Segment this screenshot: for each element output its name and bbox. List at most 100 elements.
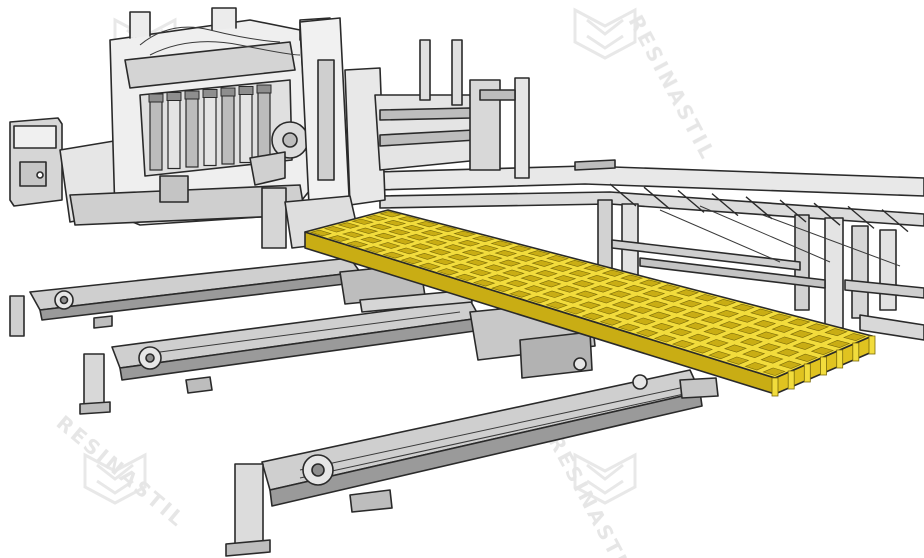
grating-cell — [355, 227, 379, 234]
grating-bar-end — [836, 349, 844, 369]
grating-cell — [581, 312, 605, 321]
grating-cell — [842, 333, 867, 342]
grating-cell — [402, 224, 425, 232]
grating-cell — [731, 303, 755, 312]
machine-cylinder — [239, 91, 253, 164]
grating-cell — [378, 242, 401, 249]
rail-middle — [79, 299, 483, 415]
grating-cell — [396, 247, 419, 255]
grating-cell — [471, 235, 495, 243]
watermark-logo — [573, 452, 637, 505]
grating-cell — [608, 290, 632, 298]
grating-cell — [443, 244, 466, 251]
grating-cell — [451, 263, 474, 271]
grating-cell — [509, 245, 532, 252]
grating-cell — [718, 321, 742, 329]
grating-cell — [737, 326, 761, 335]
grating-cell — [436, 268, 459, 276]
grating-cell — [360, 236, 383, 244]
grating-cell — [676, 289, 699, 297]
machine-cylinder — [221, 93, 235, 165]
grating-cell — [564, 259, 588, 267]
roller — [711, 193, 739, 217]
grating-cell — [414, 252, 438, 260]
grating-cell — [657, 284, 681, 292]
grating-cell — [388, 228, 411, 236]
grating-cell — [563, 306, 586, 315]
grating-cell — [700, 316, 724, 324]
grating-cell — [439, 234, 462, 242]
grating-cell — [716, 309, 740, 318]
roller — [677, 189, 705, 213]
roller — [609, 183, 637, 207]
roller — [847, 205, 875, 229]
grating-cell — [465, 259, 489, 266]
grating-cell — [454, 273, 478, 281]
grating-cell — [557, 285, 580, 293]
grating-cell — [771, 324, 795, 333]
grating-cell — [523, 285, 547, 293]
grating-cell — [457, 239, 481, 247]
grating-cell — [365, 214, 388, 222]
grating-cell — [762, 367, 786, 376]
grating-cell — [805, 323, 830, 332]
grating-cell — [328, 235, 351, 242]
grating-cell — [794, 353, 818, 362]
grating-cell — [651, 322, 675, 331]
grating-cell — [549, 264, 573, 272]
grating-cell — [400, 257, 423, 265]
grating-cell — [690, 345, 713, 354]
grating-cell — [671, 339, 695, 348]
grating-cell — [789, 329, 814, 338]
grating-cell — [744, 362, 768, 371]
grating-cell — [392, 238, 415, 245]
grating-cell — [824, 328, 848, 337]
grating-cell — [383, 219, 407, 227]
grating-cell — [627, 295, 650, 303]
grating-cell — [432, 258, 456, 266]
grating-cell — [776, 348, 800, 357]
grating-cell — [424, 239, 448, 246]
cylinder-cap — [256, 84, 272, 94]
grating-cell — [341, 231, 365, 238]
grating-cell — [721, 332, 745, 341]
grating-cell — [472, 279, 496, 287]
grating-cell — [679, 299, 703, 308]
grating-cell — [734, 314, 758, 323]
grating-cell — [483, 264, 507, 272]
grating-cell — [516, 264, 540, 272]
grating-cell — [469, 269, 492, 277]
grating-cell — [502, 269, 525, 277]
grating-cell — [542, 290, 565, 298]
machine-cylinder — [185, 96, 199, 168]
grating-cell — [810, 346, 834, 356]
grating-cell — [635, 328, 659, 337]
grating-mesh — [309, 211, 867, 376]
grating-cell — [697, 304, 721, 313]
watermark-text: RESINASTIL — [544, 431, 641, 558]
watermark-logo — [573, 7, 637, 60]
machine-cylinder — [149, 99, 163, 171]
grating-cell — [755, 331, 779, 340]
grating-cell — [638, 279, 662, 287]
grating-cell — [351, 218, 374, 225]
cylinder-cap — [148, 93, 164, 103]
grating-bar-end — [787, 370, 795, 390]
grating-cell — [420, 229, 444, 237]
grating-cell — [309, 229, 332, 237]
grating-cell — [669, 328, 693, 337]
rail-front — [225, 369, 719, 557]
grating-cell — [684, 322, 708, 330]
grating-cell — [578, 301, 602, 309]
grating-cell — [596, 306, 620, 315]
grating-cell — [586, 274, 610, 283]
grating-cell — [778, 360, 802, 369]
grating-cell — [553, 275, 577, 283]
grating-cell — [648, 311, 672, 320]
grating-cell — [826, 339, 851, 349]
grating-cell — [617, 323, 641, 332]
grating-cell — [808, 334, 832, 343]
grating-cell — [487, 274, 511, 282]
